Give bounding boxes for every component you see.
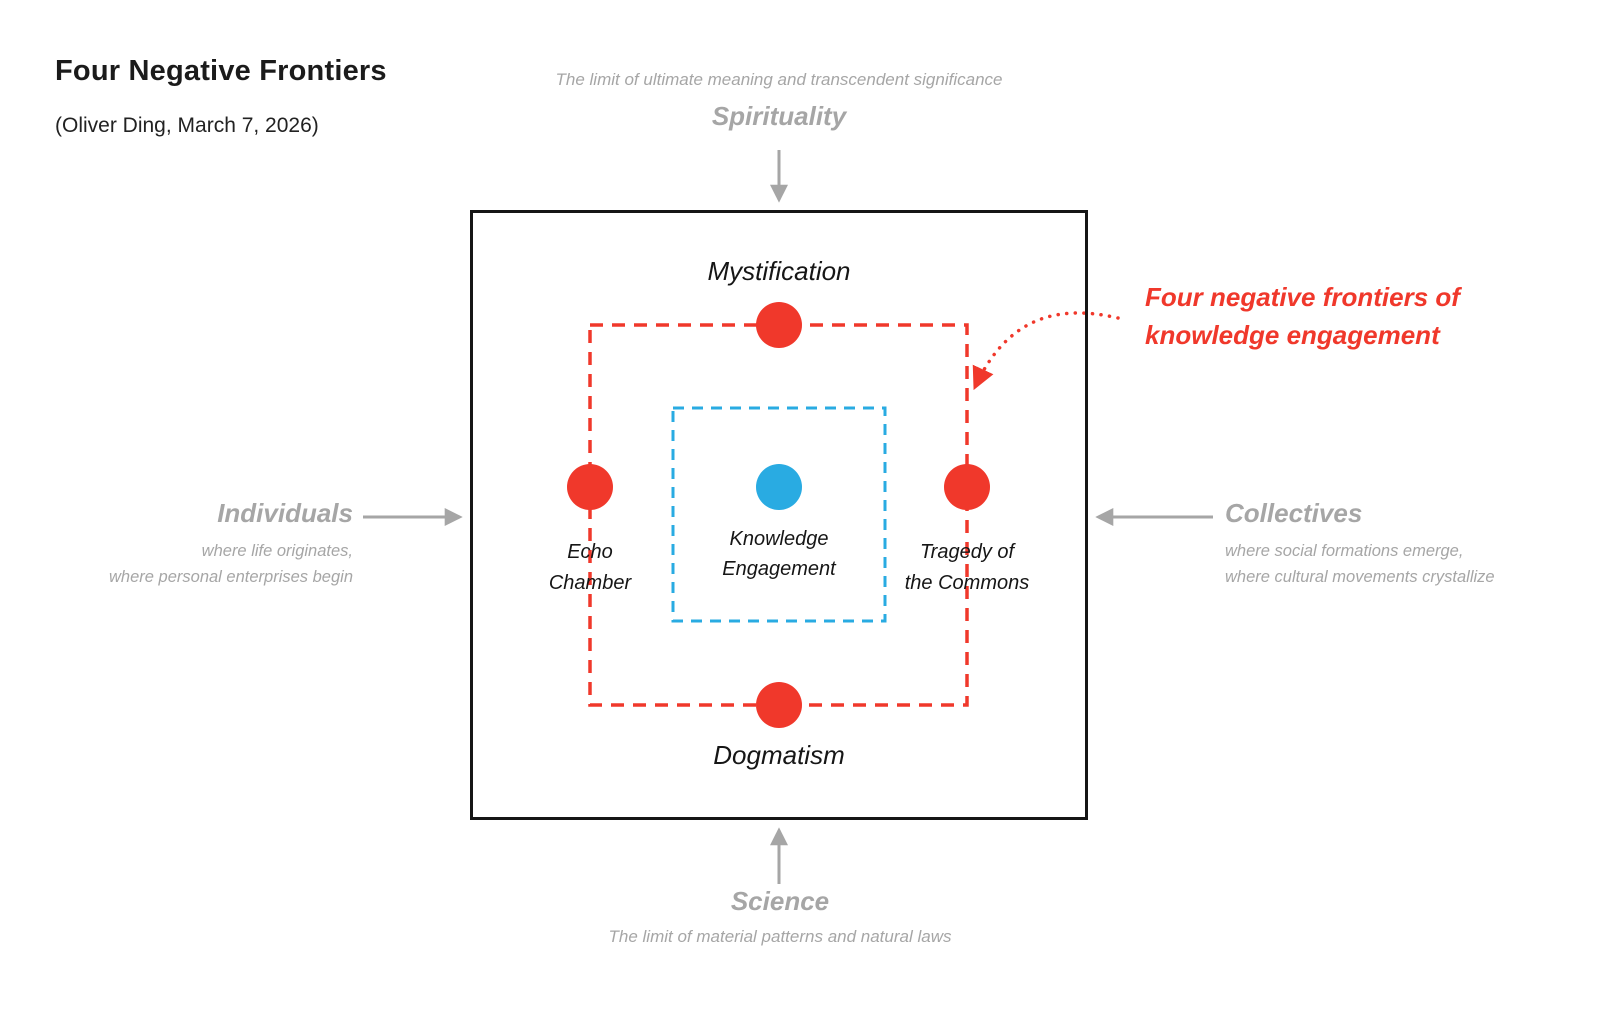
tragedy-commons-label: Tragedy of the Commons [905,537,1030,599]
echo-chamber-label: Echo Chamber [549,537,631,599]
science-description: The limit of material patterns and natur… [608,927,952,946]
tragedy-commons-line1: Tragedy of [919,541,1015,563]
echo-chamber-line2: Chamber [548,572,632,594]
individuals-label: Individuals [217,498,353,528]
individuals-description: where life originates, where personal en… [40,538,353,590]
tragedy-commons-line2: the Commons [904,572,1030,594]
spirituality-group: The limit of ultimate meaning and transc… [556,70,1003,132]
mystification-label: Mystification [707,256,851,286]
knowledge-boundary-box [470,210,1088,820]
spirituality-description: The limit of ultimate meaning and transc… [555,70,1003,89]
knowledge-engagement-label: Knowledge Engagement [722,524,835,584]
annotation-text: Four negative frontiers of knowledge eng… [1145,278,1460,354]
collectives-description: where social formations emerge, where cu… [1225,538,1495,590]
collectives-label: Collectives [1225,498,1363,528]
echo-chamber-line1: Echo [567,541,613,563]
page-title: Four Negative Frontiers [55,55,387,87]
annotation-line1: Four negative frontiers of [1145,282,1460,312]
annotation-line2: knowledge engagement [1145,320,1440,350]
collectives-description-line2: where cultural movements crystallize [1225,568,1495,586]
dogmatism-label: Dogmatism [713,740,845,770]
knowledge-engagement-line2: Engagement [722,558,836,580]
individuals-group: Individuals where life originates, where… [40,498,353,590]
individuals-description-line1: where life originates, [201,542,353,560]
individuals-description-line2: where personal enterprises begin [109,568,353,586]
collectives-description-line1: where social formations emerge, [1225,542,1464,560]
science-label: Science [730,886,830,916]
spirituality-label: Spirituality [711,101,847,131]
page-subtitle: (Oliver Ding, March 7, 2026) [55,114,319,137]
collectives-group: Collectives where social formations emer… [1225,498,1495,590]
knowledge-engagement-line1: Knowledge [729,528,829,550]
science-group: Science The limit of material patterns a… [609,886,952,947]
